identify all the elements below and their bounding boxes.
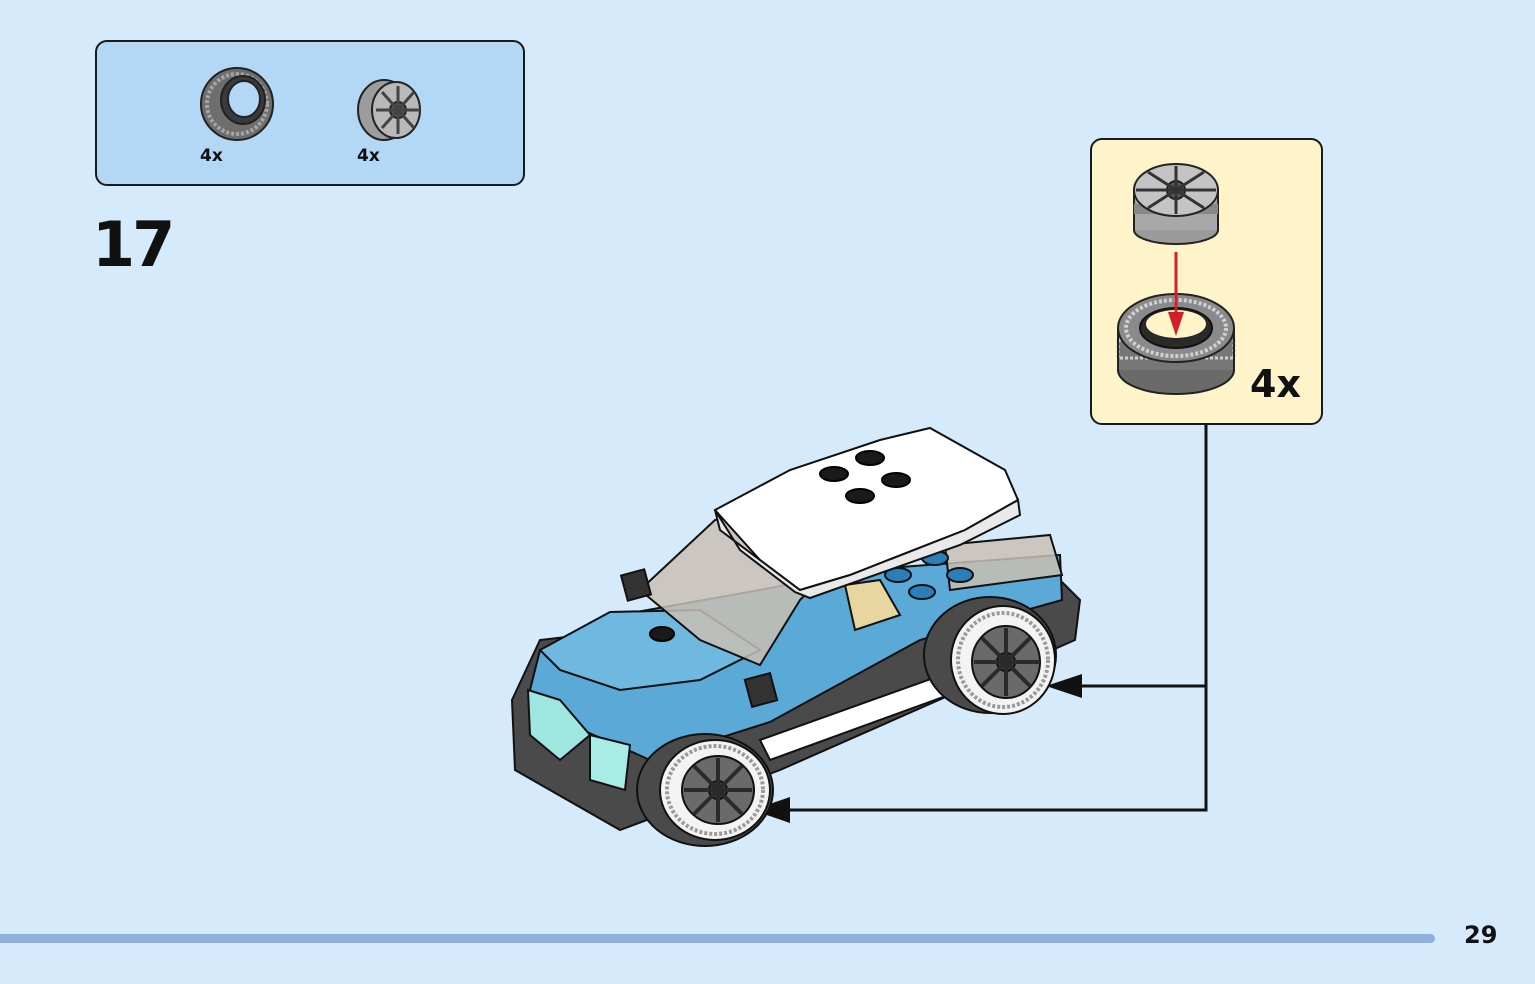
- callout-rim-icon: [1133, 163, 1219, 245]
- tire-quantity: 4x: [200, 146, 223, 166]
- pointer-arrowhead-front: [752, 797, 790, 823]
- tire-icon: [200, 67, 274, 141]
- rear-wheel: [923, 596, 1057, 715]
- callout-quantity: 4x: [1250, 362, 1301, 406]
- page-number: 29: [1464, 921, 1498, 949]
- pointer-lines: [780, 425, 1208, 812]
- step-number: 17: [92, 208, 175, 281]
- wheel-rim-icon: [357, 79, 421, 141]
- progress-bar: [0, 934, 1435, 943]
- front-wheel: [636, 733, 774, 847]
- wheel-rim-quantity: 4x: [357, 146, 380, 166]
- parts-list-box: [95, 40, 525, 186]
- assembly-arrow-icon: [1168, 252, 1184, 336]
- pointer-arrowhead-rear: [1046, 674, 1082, 698]
